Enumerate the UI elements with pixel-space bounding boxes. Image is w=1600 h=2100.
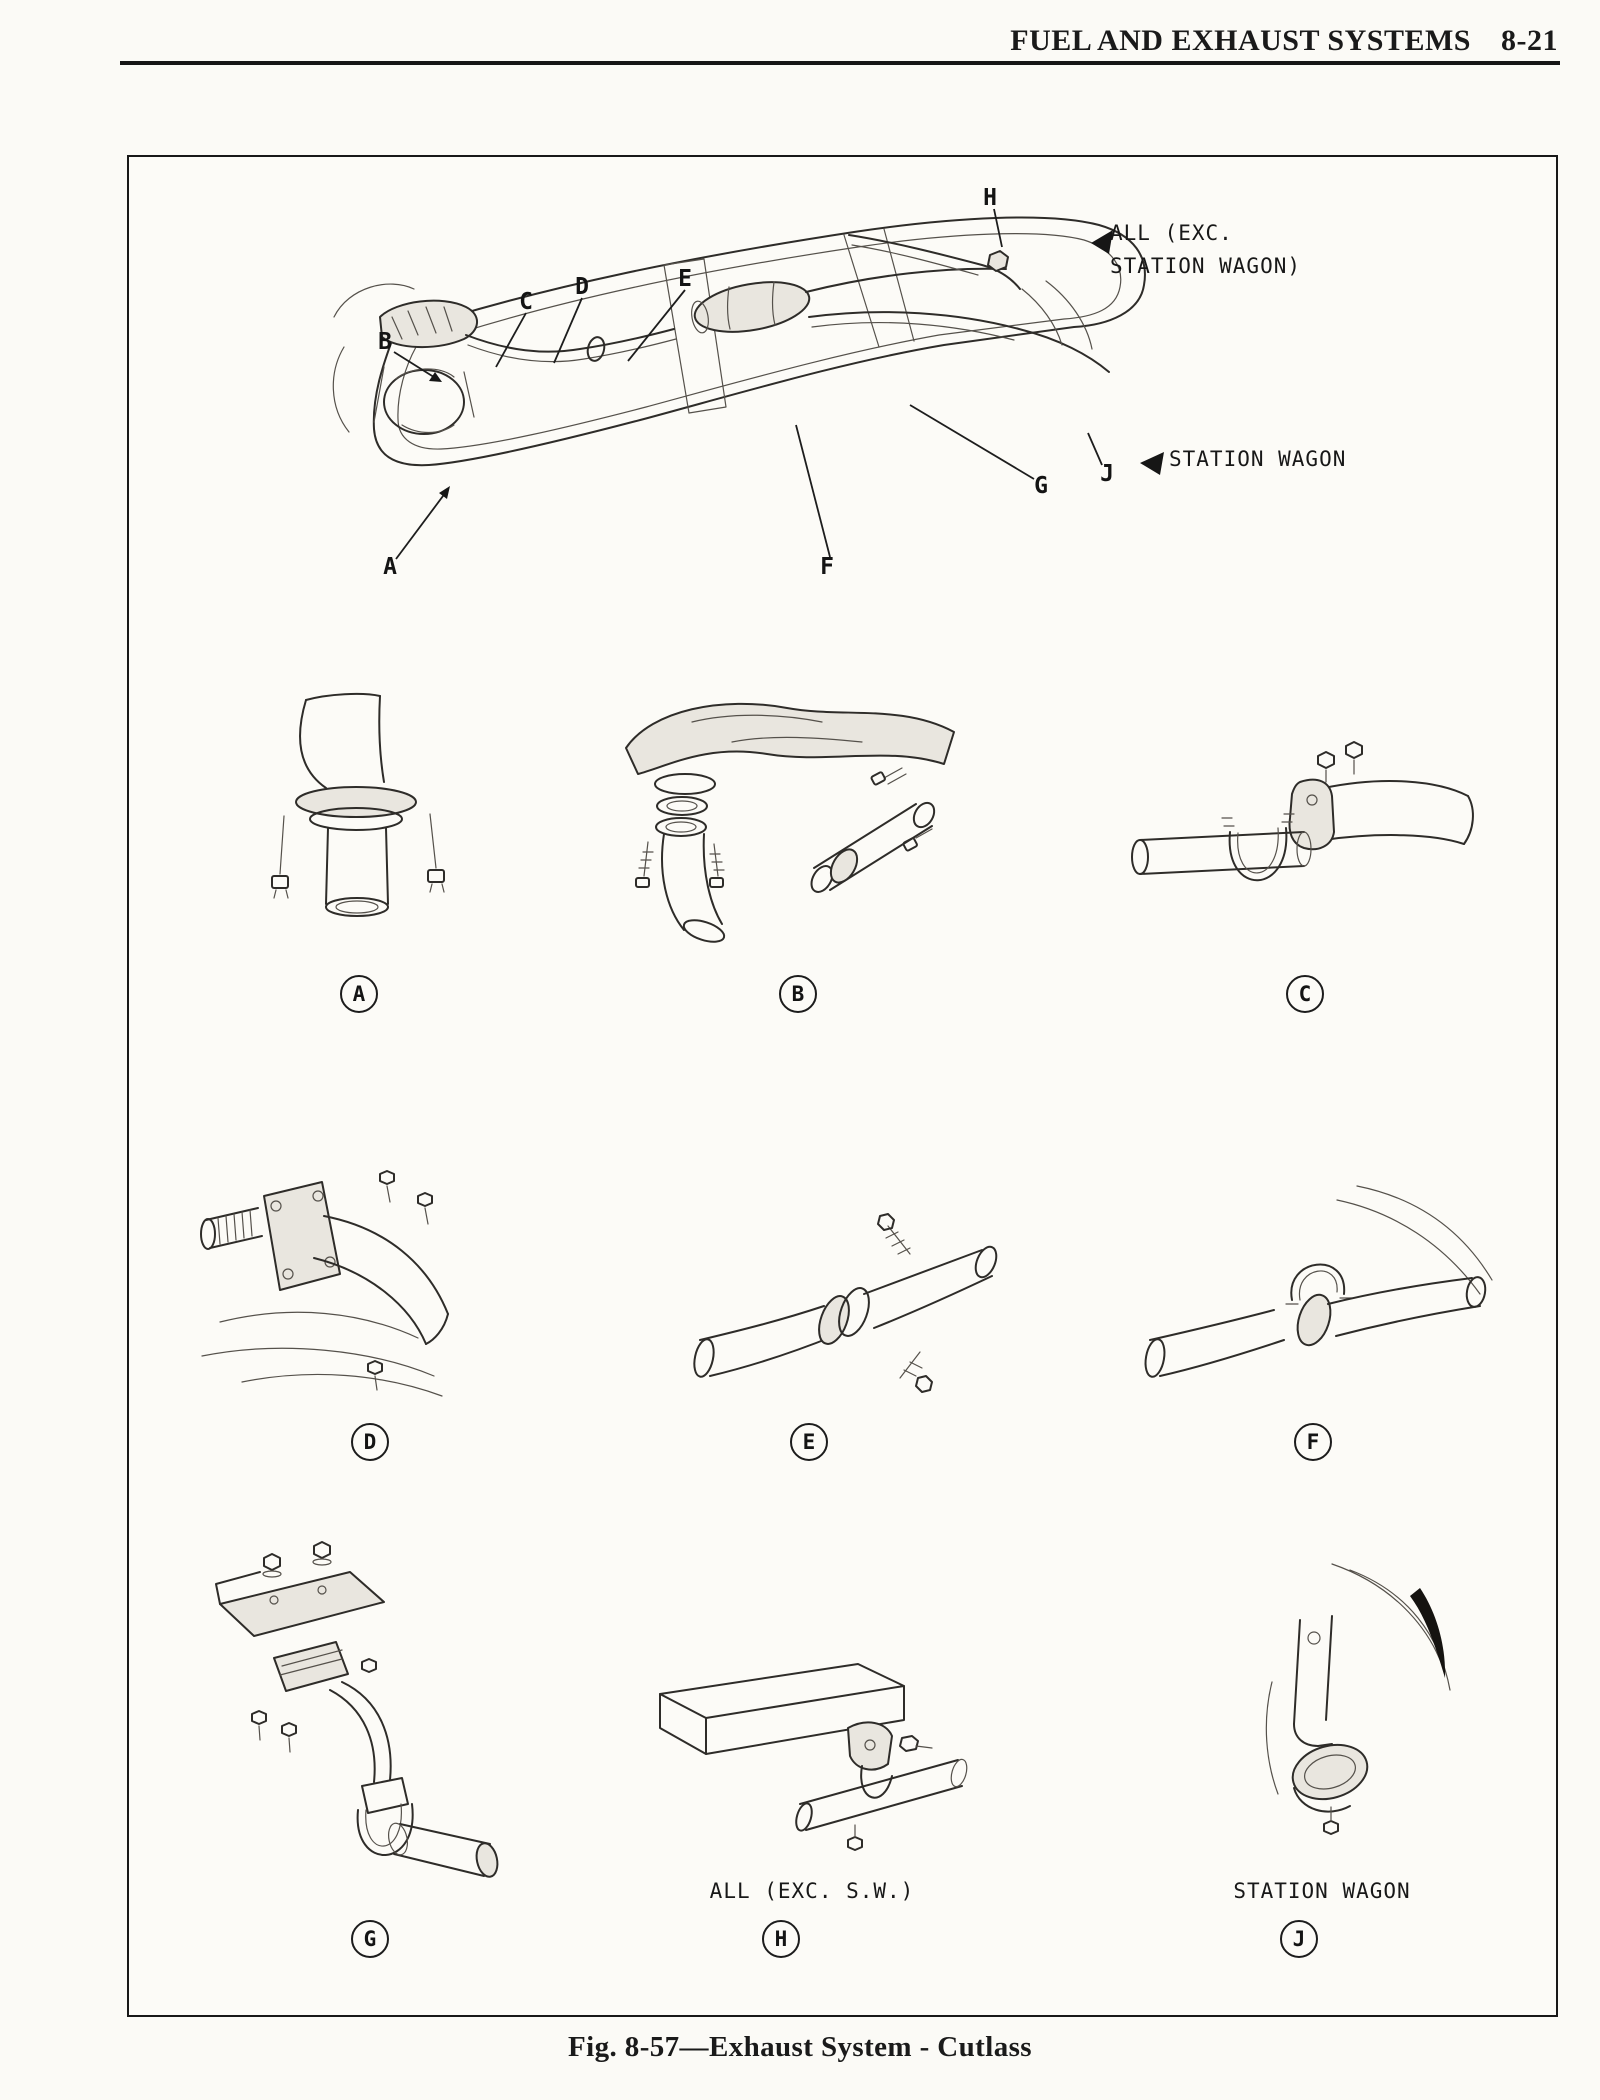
panel-letter-b: B bbox=[791, 982, 805, 1006]
header-page-number: 8-21 bbox=[1501, 24, 1558, 57]
detail-d-illustration bbox=[200, 1170, 449, 1397]
header-title: FUEL AND EXHAUST SYSTEMS bbox=[1010, 24, 1471, 57]
panel-label-f: F bbox=[1294, 1423, 1332, 1461]
note-station-wagon: STATION WAGON bbox=[1169, 443, 1346, 476]
detail-a-illustration bbox=[271, 692, 445, 917]
panel-label-h: H bbox=[762, 1920, 800, 1958]
panel-letter-c: C bbox=[1298, 982, 1312, 1006]
figure-caption: Fig. 8-57—Exhaust System - Cutlass bbox=[568, 2031, 1032, 2063]
callout-h: H bbox=[983, 185, 997, 211]
panel-label-d: D bbox=[351, 1423, 389, 1461]
detail-b-illustration bbox=[625, 702, 955, 943]
panel-label-b: B bbox=[779, 975, 817, 1013]
panel-label-j: J bbox=[1280, 1920, 1318, 1958]
callout-c: C bbox=[519, 289, 533, 315]
note-all-exc-station-wagon: ALL (EXC. STATION WAGON) bbox=[1110, 217, 1301, 283]
detail-g-illustration bbox=[215, 1541, 499, 1878]
detail-c-illustration bbox=[1131, 741, 1474, 882]
chassis-overview-illustration bbox=[332, 208, 1164, 560]
detail-h-illustration bbox=[659, 1663, 968, 1851]
figure-box: H C D E B A F G J ALL (EXC. STATION WAGO… bbox=[127, 155, 1558, 2017]
panel-letter-f: F bbox=[1306, 1430, 1320, 1454]
note-all-line1: ALL (EXC. bbox=[1110, 221, 1233, 245]
detail-j-illustration bbox=[1265, 1563, 1451, 1835]
callout-f: F bbox=[820, 554, 834, 580]
header-rule bbox=[120, 61, 1560, 65]
panel-letter-d: D bbox=[363, 1430, 377, 1454]
panel-label-c: C bbox=[1286, 975, 1324, 1013]
callout-a: A bbox=[383, 554, 397, 580]
panel-caption-h: ALL (EXC. S.W.) bbox=[709, 1879, 915, 1903]
callout-d: D bbox=[575, 274, 589, 300]
page-header: FUEL AND EXHAUST SYSTEMS 8-21 bbox=[1010, 24, 1558, 58]
callout-g: G bbox=[1034, 473, 1048, 499]
panel-letter-e: E bbox=[802, 1430, 816, 1454]
callout-j: J bbox=[1100, 461, 1114, 487]
panel-caption-j: STATION WAGON bbox=[1233, 1879, 1411, 1903]
panel-label-g: G bbox=[351, 1920, 389, 1958]
panel-letter-a: A bbox=[352, 982, 366, 1006]
panel-label-a: A bbox=[340, 975, 378, 1013]
detail-f-illustration bbox=[1144, 1185, 1493, 1378]
panel-label-e: E bbox=[790, 1423, 828, 1461]
callout-b: B bbox=[378, 329, 392, 355]
callout-e: E bbox=[678, 266, 692, 292]
panel-letter-j: J bbox=[1292, 1927, 1306, 1951]
panel-letter-g: G bbox=[363, 1927, 377, 1951]
detail-e-illustration bbox=[693, 1213, 998, 1393]
panel-letter-h: H bbox=[774, 1927, 788, 1951]
note-wagon-text: STATION WAGON bbox=[1169, 447, 1347, 471]
note-all-line2: STATION WAGON) bbox=[1110, 254, 1302, 278]
